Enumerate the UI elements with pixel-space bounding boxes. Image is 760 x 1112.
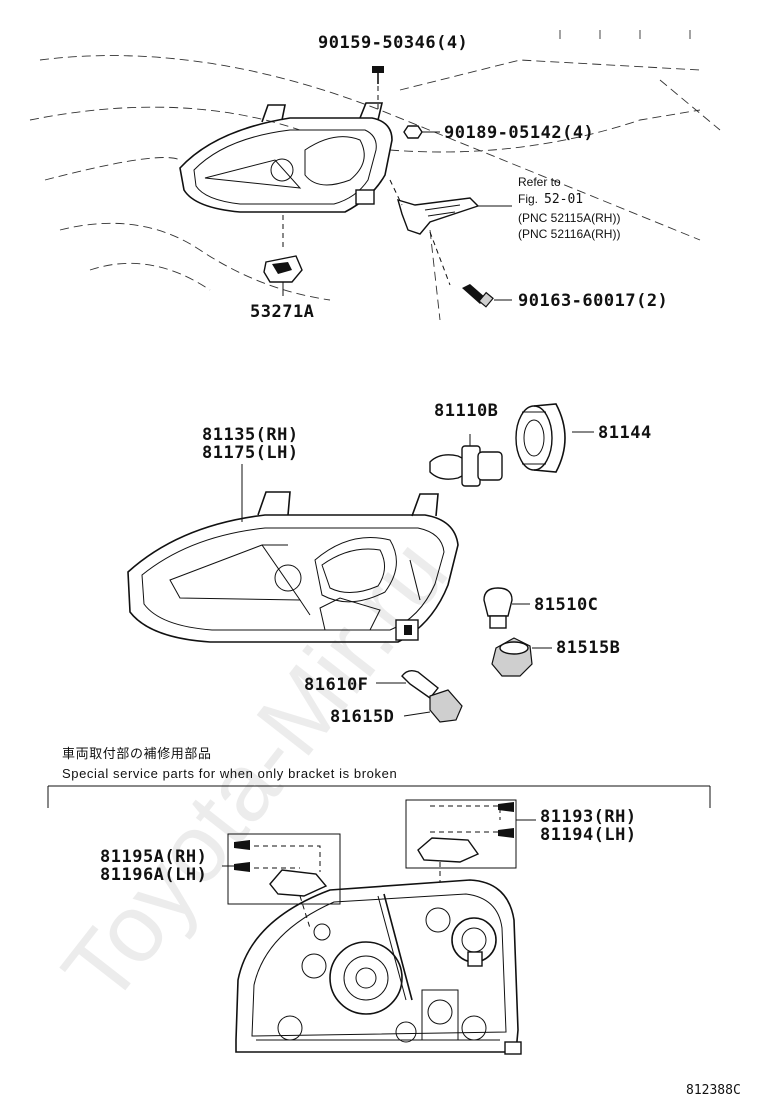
repair-kit-rh-box [405,799,517,882]
pn-81615d[interactable]: 81615D [330,707,394,727]
pn-81610f[interactable]: 81610F [304,675,368,695]
pn-81110b[interactable]: 81110B [434,401,498,421]
pn-81144[interactable]: 81144 [598,423,652,443]
bolt-90159-icon [372,66,384,112]
figure-id: 812388C [686,1083,741,1098]
headlamp-rear-view [235,879,522,1055]
pn-90163[interactable]: 90163-60017(2) [518,291,668,311]
repair-kit-lh-box [227,833,341,929]
nut-90189-icon [403,125,440,139]
socket-81515b-icon [491,637,552,677]
pn-81135-rh[interactable]: 81135(RH) [202,425,299,445]
fig-reference-link[interactable]: 52-01 [544,192,583,207]
bulb-81510c-icon [483,587,530,629]
special-service-caption-ja: 車両取付部の補修用部品 [62,746,212,761]
pn-90159[interactable]: 90159-50346(4) [318,33,468,53]
pn-81196a-lh[interactable]: 81196A(LH) [100,865,207,885]
cover-81144-icon [515,403,594,473]
pnc-lh-note: (PNC 52116A(RH)) [518,227,620,241]
bracket-52115a-icon [389,179,512,286]
pn-81175-lh[interactable]: 81175(LH) [202,443,299,463]
screw-90163-icon [462,284,512,308]
pn-81510c[interactable]: 81510C [534,595,598,615]
socket-81615d-icon [403,689,463,723]
pn-81193-rh[interactable]: 81193(RH) [540,807,637,827]
pn-90189[interactable]: 90189-05142(4) [444,123,594,143]
fig-prefix-label: Fig. [518,192,538,206]
pn-81194-lh[interactable]: 81194(LH) [540,825,637,845]
pnc-rh-note: (PNC 52115A(RH)) [518,211,620,225]
headlamp-unit [127,491,459,643]
special-service-bracket [47,785,711,808]
vehicle-body-outline [29,30,721,321]
pn-81515b[interactable]: 81515B [556,638,620,658]
clip-53271a-icon [263,215,303,296]
special-service-caption-en: Special service parts for when only brac… [62,766,397,781]
refer-to-label: Refer to [518,175,561,189]
headlamp-mounted [179,102,393,213]
bulb-81110b-icon [429,434,503,487]
pn-81195a-rh[interactable]: 81195A(RH) [100,847,207,867]
pn-53271a[interactable]: 53271A [250,302,314,322]
